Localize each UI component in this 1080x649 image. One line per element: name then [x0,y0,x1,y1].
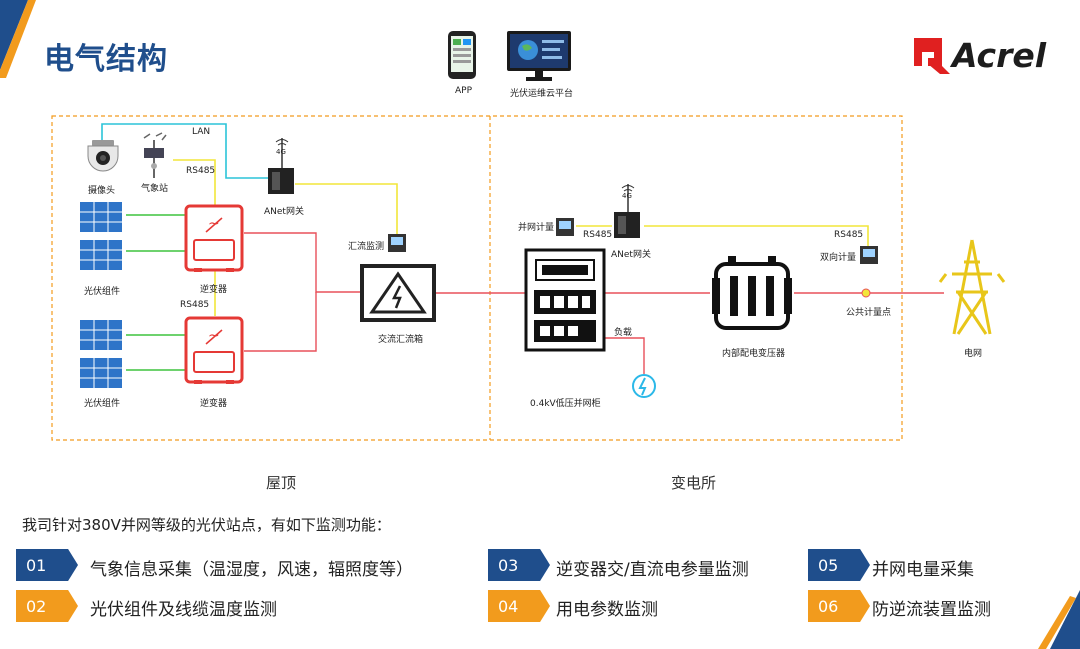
gateway-label: ANet网关 [264,207,304,217]
gateway-label: ANet网关 [611,250,651,260]
grid-meter-label: 并网计量 [518,223,555,233]
inverter-icon: ~ [184,204,244,272]
feature-text: 气象信息采集（温湿度，风速，辐照度等） [90,560,413,580]
pv-panel-icon [80,320,122,350]
rs485-gateway-line [295,183,398,236]
feature-number-badge: 04 [488,590,550,622]
monitor-icon [507,31,571,81]
camera-icon [87,140,119,172]
cabinet-label: 0.4kV低压并网柜 [530,399,601,409]
pv-panel-icon [80,202,122,232]
load-icon [632,374,656,398]
rs485-right-line [644,225,869,252]
svg-text:~: ~ [208,216,220,232]
weather-station-label: 气象站 [141,184,169,194]
rs485-label: RS485 [834,230,864,240]
inverter-label: 逆变器 [200,399,228,409]
inverter-icon: ~ [184,316,244,384]
feature-number-badge: 03 [488,549,550,581]
lan-line [101,123,270,179]
rs485-label: RS485 [180,300,210,310]
signal-4g-label: 4G [276,148,286,156]
feature-text: 防逆流装置监测 [872,600,991,620]
combiner-box-icon [360,264,436,322]
page-title: 电气结构 [44,42,168,77]
corner-decoration [0,0,36,78]
feature-text: 光伏组件及线缆温度监测 [90,600,277,620]
meter-icon [860,246,878,264]
rs485-weather-line [173,159,216,210]
transformer-icon [712,256,792,330]
meter-icon [556,218,574,236]
feature-number-badge: 02 [16,590,78,622]
bidirectional-meter-label: 双向计量 [820,253,857,263]
feature-text: 逆变器交/直流电参量监测 [556,560,749,580]
feature-text: 用电参数监测 [556,600,658,620]
rs485-label: RS485 [186,166,216,176]
region-border [51,115,903,441]
phone-icon [448,31,476,79]
router-icon [268,138,294,194]
lan-label: LAN [192,127,211,137]
feature-number-badge: 05 [808,549,870,581]
brand-name: Acrel [952,36,1047,75]
transformer-label: 内部配电变压器 [722,349,786,359]
electrical-diagram: ~ ~ [51,115,1006,441]
region-rooftop-label: 屋顶 [266,474,297,492]
feature-number-badge: 01 [16,549,78,581]
platform-label: 光伏运维云平台 [510,89,574,99]
inverter-label: 逆变器 [200,285,228,295]
weather-station-icon [143,132,167,178]
combiner-monitor-label: 汇流监测 [348,242,385,252]
metering-point-dot [861,288,871,298]
pylon-icon [938,239,1006,335]
grid-label: 电网 [964,349,983,359]
combiner-box-label: 交流汇流箱 [378,335,424,345]
pv-label: 光伏组件 [84,287,121,297]
brand-logo: Acrel [912,34,1072,78]
brand-mark-icon [914,38,950,74]
feature-text: 并网电量采集 [872,560,974,580]
load-line [604,337,645,374]
feature-number-badge: 06 [808,590,870,622]
svg-text:~: ~ [208,328,220,344]
corner-decoration-br [1038,590,1080,649]
pv-panel-icon [80,240,122,270]
intro-text: 我司针对380V并网等级的光伏站点，有如下监测功能： [22,516,391,534]
pv-panel-icon [80,358,122,388]
load-label: 负载 [614,328,633,338]
region-substation-label: 变电所 [671,474,717,492]
app-label: APP [455,86,473,96]
signal-4g-label: 4G [622,192,632,200]
meter-icon [388,234,406,252]
pv-label: 光伏组件 [84,399,121,409]
cabinet-icon [524,248,606,352]
ac-line [244,292,317,352]
camera-label: 摄像头 [88,186,116,196]
rs485-label: RS485 [583,230,613,240]
ac-line [244,232,362,293]
router-icon [614,184,640,238]
public-meter-point-label: 公共计量点 [846,308,892,318]
